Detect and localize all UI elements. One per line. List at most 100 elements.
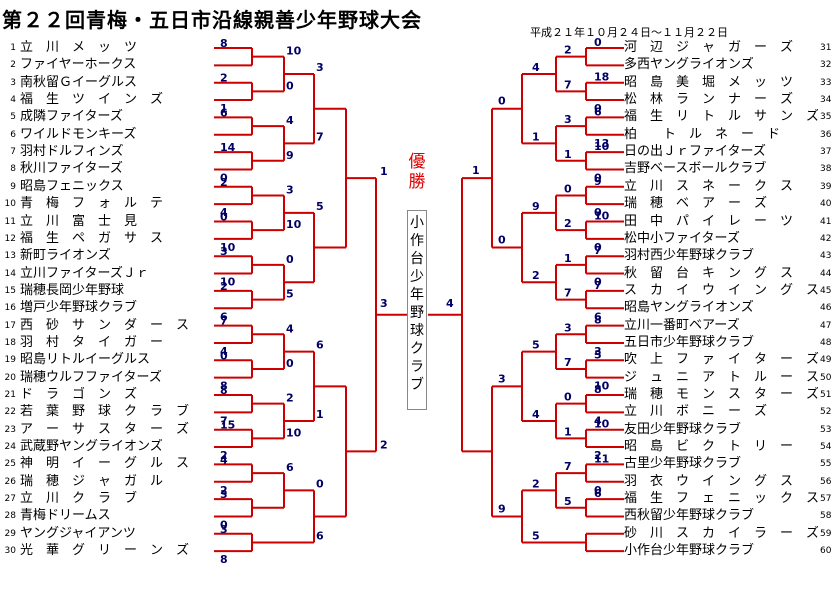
team-number: 1 [10,43,16,53]
team-name: 松 林 ラ ン ナ ー ズ [624,92,794,108]
team-number: 25 [4,459,16,470]
score-label: 10 [220,276,236,289]
score-label: 11 [594,452,609,465]
team-19: 19 昭島リトルイーグルス [0,352,214,368]
team-name: 西秋留少年野球クラブ [624,508,755,524]
champion-char: 野 [410,305,424,321]
team-name: 秋 留 台 キ ン グ ス [624,265,794,281]
score-label: 2 [380,438,388,451]
score-label: 4 [532,61,540,74]
score-label: 3 [498,372,506,385]
score-label: 10 [286,45,302,58]
team-name: 昭島ヤングライオンズ [624,300,754,316]
team-number: 43 [820,251,832,262]
team-number: 59 [820,528,832,539]
score-label: 6 [594,105,602,118]
score-label: 4 [220,345,228,358]
team-name: 若 葉 野 球 ク ラ ブ [20,404,190,420]
team-name: 昭島リトルイーグルス [20,352,151,368]
champion-char: 台 [410,251,424,267]
team-number: 2 [10,60,16,71]
score-label: 2 [220,484,228,497]
team-number: 6 [10,129,16,140]
team-number: 40 [820,199,832,210]
team-number: 4 [10,95,16,106]
team-name: ファイヤーホークス [20,57,137,73]
team-58: 58 西秋留少年野球クラブ [624,508,838,524]
team-number: 30 [4,546,16,557]
team-number: 35 [820,112,832,123]
score-label: 1 [532,130,540,143]
score-label: 3 [564,321,572,334]
team-number: 57 [820,494,832,505]
team-name: 砂 川 ス カ イ ラ ー ズ [624,525,818,541]
score-label: 0 [594,171,602,184]
score-label: 6 [594,310,602,323]
score-label: 10 [594,418,610,431]
score-label: 2 [564,44,572,57]
team-name: 立川一番町ベアーズ [624,317,740,333]
score-label: 5 [286,288,294,301]
team-number: 55 [820,459,832,470]
score-label: 6 [316,529,324,542]
team-number: 47 [820,320,832,331]
team-number: 44 [820,268,832,279]
score-label: 1 [472,164,480,177]
team-name: 青梅ドリームス [20,508,111,524]
team-number: 33 [820,77,832,88]
team-number: 38 [820,164,832,175]
team-name: 小作台少年野球クラブ [624,543,755,559]
score-label: 18 [594,71,609,84]
score-label: 0 [498,234,506,247]
team-name: 福 生 リ ト ル サ ン ズ [624,109,818,125]
team-number: 54 [820,442,832,453]
score-label: 2 [286,392,294,405]
score-label: 9 [498,502,506,515]
score-label: 10 [594,140,610,153]
team-name: 光 華 グ リ ー ン ズ [20,543,190,559]
champion-char: 小 [410,215,424,231]
score-label: 0 [316,477,324,490]
score-label: 6 [220,106,228,119]
team-number: 45 [820,285,832,296]
score-label: 7 [564,356,572,369]
team-name: 西 砂 サ ン ダ ー ス [20,317,190,333]
team-number: 58 [820,511,832,522]
score-label: 0 [564,182,572,195]
score-label: 6 [594,487,602,500]
team-name: ド ラ ゴ ン ズ [20,387,138,402]
team-number: 23 [4,424,16,435]
team-number: 9 [10,181,16,192]
champion-char: ク [410,341,424,357]
score-label: 0 [220,171,228,184]
score-label: 7 [564,287,572,300]
team-name: ス カ イ ウ イ ン グ ス [624,282,818,298]
score-label: 3 [220,245,228,258]
score-label: 8 [594,314,602,327]
team-name: 立 川 ス ネ ー ク ス [624,178,794,194]
team-name: 武蔵野ヤングライオンズ [20,439,163,455]
champion-char: 作 [410,233,424,249]
team-number: 3 [10,77,16,88]
team-number: 12 [4,233,16,244]
score-label: 6 [286,461,294,474]
score-label: 7 [564,460,572,473]
team-number: 5 [10,112,16,123]
team-number: 19 [4,355,16,366]
